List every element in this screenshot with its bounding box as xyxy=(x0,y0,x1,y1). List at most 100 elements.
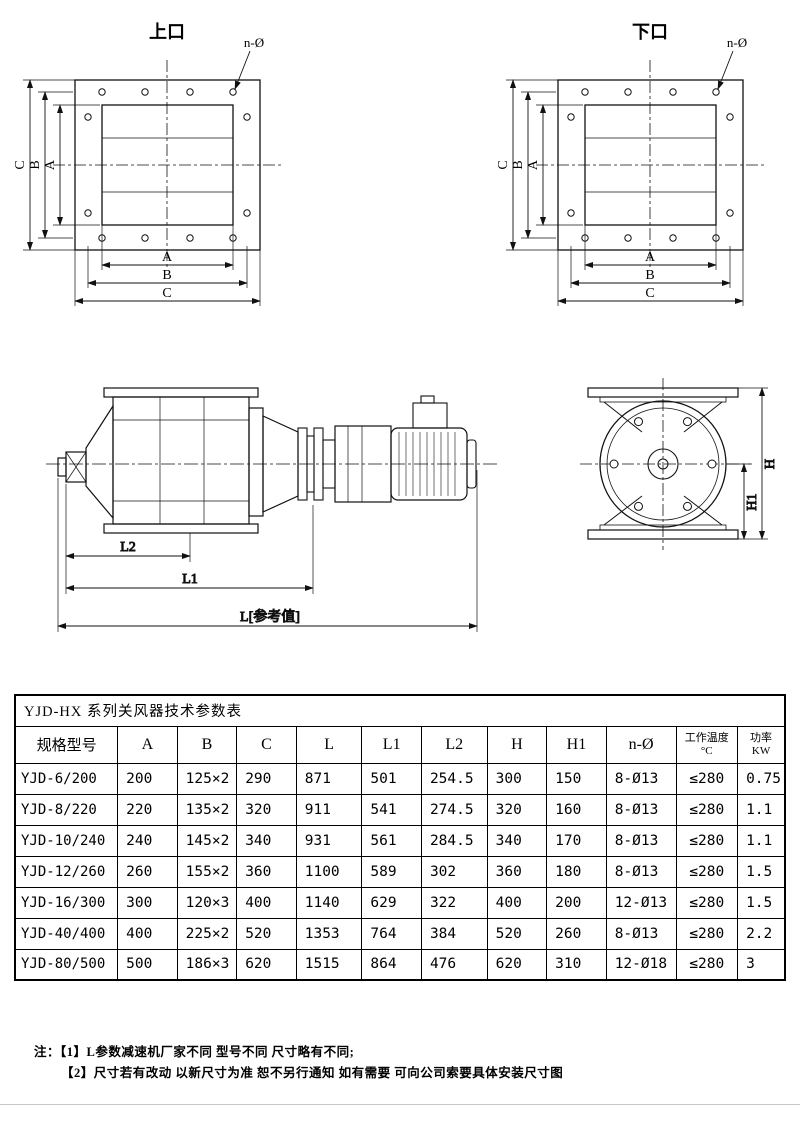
cell-c: 290 xyxy=(236,762,297,795)
cell-l: 1100 xyxy=(295,855,363,888)
cell-power: 1.5 xyxy=(737,886,786,919)
header-n-holes: n-Ø xyxy=(605,725,677,764)
dim-a-label: A xyxy=(162,250,173,265)
cell-a: 200 xyxy=(117,762,178,795)
cell-c: 320 xyxy=(236,793,297,826)
frame-braces xyxy=(603,401,723,526)
header-working-temp: 工作温度 °C xyxy=(675,725,739,764)
cell-power: 0.75 xyxy=(737,762,786,795)
technical-drawings: 上口 n-Ø A B C A B C 下口 n-Ø A B C A B C xyxy=(13,22,779,632)
cell-a: 240 xyxy=(117,824,178,857)
cell-c: 400 xyxy=(236,886,297,919)
cell-l2: 322 xyxy=(420,886,488,919)
cell-l1: 629 xyxy=(361,886,422,919)
valve-end-view: H H1 xyxy=(580,378,779,550)
header-working-temp-line2: °C xyxy=(700,744,713,757)
cell-l: 871 xyxy=(295,762,363,795)
cell-h: 340 xyxy=(486,824,548,857)
cell-l: 911 xyxy=(295,793,363,826)
cell-h1: 200 xyxy=(546,886,607,919)
cell-h: 300 xyxy=(486,762,548,795)
spec-table: YJD-HX 系列关风器技术参数表 规格型号 A B C L L1 L2 H H… xyxy=(14,694,786,981)
height-dimension-lines xyxy=(740,387,766,540)
dim-c-label: C xyxy=(645,286,654,301)
bottom-port-flange-drawing: 下口 n-Ø A B C A B C xyxy=(496,22,764,306)
cell-c: 360 xyxy=(236,855,297,888)
cell-b: 135×2 xyxy=(176,793,238,826)
cell-h1: 160 xyxy=(546,793,607,826)
drive-coupling xyxy=(248,407,336,517)
header-a: A xyxy=(117,725,178,764)
dim-c-label-vertical: C xyxy=(496,160,511,169)
table-title: YJD-HX 系列关风器技术参数表 xyxy=(14,694,786,727)
cell-n-holes: 12-Ø13 xyxy=(605,886,677,919)
cell-c: 620 xyxy=(236,948,297,981)
cell-l: 931 xyxy=(295,824,363,857)
bolt-hole-callout: n-Ø xyxy=(244,35,264,50)
dim-l-reference-label: L[参考值] xyxy=(240,608,300,625)
cell-n-holes: 8-Ø13 xyxy=(605,855,677,888)
dim-h1-label: H1 xyxy=(745,493,760,510)
cell-l2: 476 xyxy=(420,948,488,981)
table-header-row: 规格型号 A B C L L1 L2 H H1 n-Ø 工作温度 °C 功率 K… xyxy=(14,725,786,764)
cell-l2: 384 xyxy=(420,917,488,950)
dim-a-label-vertical: A xyxy=(43,159,58,170)
top-port-flange-drawing: 上口 n-Ø A B C A B C xyxy=(13,22,281,306)
header-h1: H1 xyxy=(546,725,607,764)
cell-n-holes: 8-Ø13 xyxy=(605,793,677,826)
cell-h1: 310 xyxy=(546,948,607,981)
cell-h: 360 xyxy=(486,855,548,888)
cell-n-holes: 12-Ø18 xyxy=(605,948,677,981)
cell-n-holes: 8-Ø13 xyxy=(605,824,677,857)
top-port-title: 上口 xyxy=(149,22,185,42)
dim-b-label: B xyxy=(162,268,171,283)
cell-model: YJD-8/220 xyxy=(14,793,119,826)
header-b: B xyxy=(176,725,238,764)
cell-model: YJD-10/240 xyxy=(14,824,119,857)
table-title-row: YJD-HX 系列关风器技术参数表 xyxy=(14,694,786,727)
length-extension-lines xyxy=(57,470,478,632)
cell-model: YJD-16/300 xyxy=(14,886,119,919)
header-l2: L2 xyxy=(420,725,488,764)
cell-h1: 150 xyxy=(546,762,607,795)
cell-temp: ≤280 xyxy=(675,855,739,888)
electric-motor xyxy=(390,395,477,501)
cell-temp: ≤280 xyxy=(675,762,739,795)
cell-b: 125×2 xyxy=(176,762,238,795)
cell-n-holes: 8-Ø13 xyxy=(605,762,677,795)
dim-a-label: A xyxy=(645,250,656,265)
header-l1: L1 xyxy=(361,725,422,764)
cell-h1: 180 xyxy=(546,855,607,888)
cell-temp: ≤280 xyxy=(675,824,739,857)
cell-l1: 864 xyxy=(361,948,422,981)
header-power: 功率 KW xyxy=(737,725,786,764)
cell-power: 1.1 xyxy=(737,824,786,857)
cell-l2: 274.5 xyxy=(420,793,488,826)
bottom-port-title: 下口 xyxy=(632,22,668,42)
table-row: YJD-6/200 200 125×2 290 871 501 254.5 30… xyxy=(14,762,786,795)
footnote-line-2: 【2】尺寸若有改动 以新尺寸为准 恕不另行通知 如有需要 可向公司索要具体安装尺… xyxy=(61,1066,564,1081)
cell-temp: ≤280 xyxy=(675,886,739,919)
dim-b-label-vertical: B xyxy=(28,160,43,169)
bolt-hole-callout: n-Ø xyxy=(727,35,747,50)
cell-l1: 764 xyxy=(361,917,422,950)
valve-side-view: L2 L1 L[参考值] xyxy=(46,387,500,632)
cell-c: 520 xyxy=(236,917,297,950)
dim-h-label: H xyxy=(763,459,778,469)
table-row: YJD-12/260 260 155×2 360 1100 589 302 36… xyxy=(14,855,786,888)
cell-l: 1140 xyxy=(295,886,363,919)
cell-power: 1.5 xyxy=(737,855,786,888)
cell-n-holes: 8-Ø13 xyxy=(605,917,677,950)
cell-l: 1515 xyxy=(295,948,363,981)
dim-c-label: C xyxy=(162,286,171,301)
header-l: L xyxy=(295,725,363,764)
cell-power: 3 xyxy=(737,948,786,981)
center-lines xyxy=(580,378,752,550)
cell-l2: 254.5 xyxy=(420,762,488,795)
cell-h: 320 xyxy=(486,793,548,826)
cell-a: 500 xyxy=(117,948,178,981)
footnote-line-1: 注：【1】L参数减速机厂家不同 型号不同 尺寸略有不同; xyxy=(34,1045,355,1059)
cell-power: 2.2 xyxy=(737,917,786,950)
dim-a-label-vertical: A xyxy=(526,159,541,170)
